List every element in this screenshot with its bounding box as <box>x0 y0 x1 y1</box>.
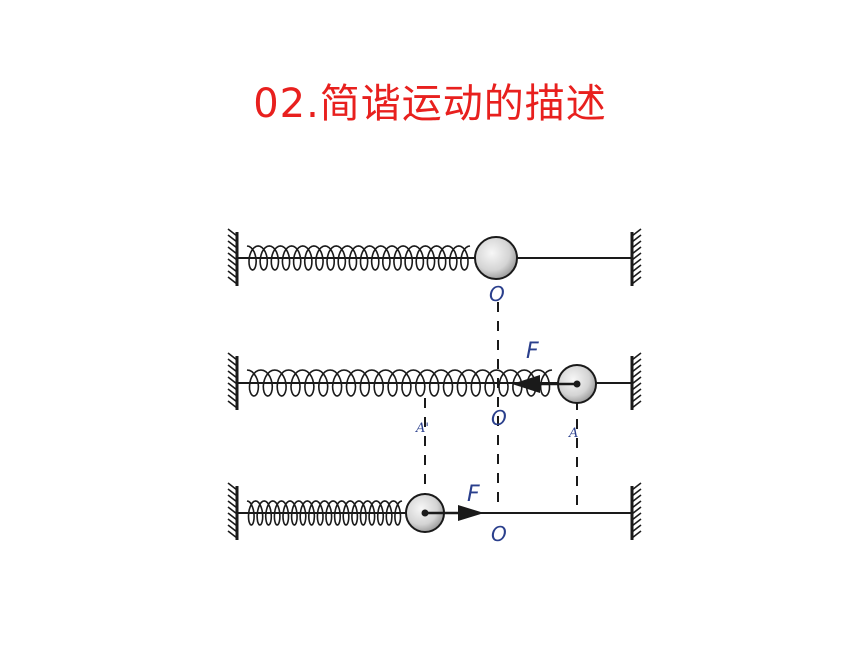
page-title: 02.简谐运动的描述 <box>253 81 607 127</box>
label-o-bottom: O <box>491 522 507 546</box>
label-o-middle: O <box>491 406 507 430</box>
label-f-bottom: F <box>467 482 480 507</box>
reference-lines <box>424 302 578 505</box>
ball-top <box>474 236 518 280</box>
label-f-middle: F <box>526 339 539 364</box>
spring-middle <box>246 369 553 397</box>
label-o-top: O <box>489 282 505 306</box>
wall-hatching <box>227 228 642 539</box>
force-arrow-middle <box>512 375 577 393</box>
force-arrow-bottom <box>425 505 484 521</box>
label-a-prime: A' <box>415 421 429 436</box>
spring-top <box>246 245 471 271</box>
label-a: A <box>568 426 578 441</box>
spring-bottom <box>246 500 403 526</box>
